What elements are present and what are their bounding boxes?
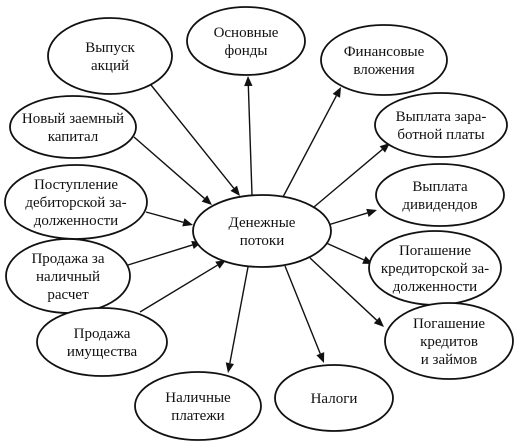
inflow-arrow-prodazha-za-nalichnyy-line	[127, 244, 193, 266]
node-postuplenie-debitorskoy-label-line: дебиторской за-	[25, 195, 126, 211]
inflow-arrow-prodazha-za-nalichnyy	[127, 240, 202, 266]
node-vypusk-akciy: Выпуск акций	[47, 17, 173, 95]
node-novyy-zaemnyy-kapital: Новый заемный капитал	[9, 95, 137, 159]
inflow-arrow-prodazha-imushchestva-head	[215, 260, 226, 269]
arrows-layer	[127, 76, 390, 373]
node-nalogi: Налоги	[274, 364, 394, 432]
node-vyplata-zarabotnoy: Выплата зара-ботной платы	[374, 92, 508, 158]
outflow-arrow-vyplata-zarabotnoy-line	[313, 148, 383, 208]
node-pogashenie-kreditorskoy: Погашение кредиторской за-долженности	[368, 230, 502, 306]
node-prodazha-imushchestva-ellipse	[36, 307, 168, 377]
node-postuplenie-debitorskoy-label-line: долженности	[34, 213, 118, 229]
node-finansovye-vlozheniya: Финансовые вложения	[320, 24, 448, 96]
node-prodazha-imushchestva: Продажа имущества	[36, 307, 168, 377]
inflow-arrow-postuplenie-debitorskoy	[145, 211, 193, 227]
outflow-arrow-pogashenie-kreditov-line	[309, 257, 378, 321]
inflow-arrow-postuplenie-debitorskoy-head	[182, 218, 193, 227]
outflow-arrow-pogashenie-kreditorskoy-line	[323, 241, 365, 261]
node-pogashenie-kreditov-label-line: и займов	[421, 352, 477, 368]
inflow-arrow-vypusk-akciy	[150, 84, 240, 196]
outflow-arrow-nalichnye-platezhi-head	[225, 362, 234, 373]
outflow-arrow-osnovnye-fondy	[244, 76, 253, 196]
node-vyplata-dividendov-ellipse	[375, 163, 505, 227]
outflow-arrow-vyplata-dividendov-head	[366, 208, 377, 217]
node-prodazha-imushchestva-label-line: имущества	[67, 344, 138, 360]
node-nalogi-ellipse	[274, 364, 394, 432]
node-center-label-line: Денежные	[229, 215, 296, 231]
node-nalichnye-platezhi-label-line: платежи	[171, 408, 224, 424]
node-vyplata-dividendov-label-line: дивидендов	[402, 197, 477, 213]
node-pogashenie-kreditorskoy-label-line: Погашение	[399, 243, 471, 259]
node-novyy-zaemnyy-kapital-label-line: Новый заемный	[22, 111, 124, 127]
node-nalichnye-platezhi: Наличные платежи	[134, 371, 262, 441]
node-pogashenie-kreditov-ellipse	[384, 302, 514, 380]
node-osnovnye-fondy-label-line: Основные	[214, 25, 279, 41]
outflow-arrow-osnovnye-fondy-head	[244, 76, 253, 87]
node-finansovye-vlozheniya-ellipse	[320, 24, 448, 96]
node-postuplenie-debitorskoy: Поступление дебиторской за-долженности	[4, 164, 148, 240]
outflow-arrow-vyplata-zarabotnoy	[313, 143, 390, 208]
node-osnovnye-fondy: Основные фонды	[186, 6, 306, 76]
node-prodazha-za-nalichnyy-label-line: расчет	[47, 287, 89, 303]
outflow-arrow-finansovye-vlozheniya-line	[282, 95, 337, 198]
node-pogashenie-kreditorskoy-label-line: кредиторской за-	[381, 261, 489, 277]
outflow-arrow-vyplata-zarabotnoy-head	[379, 143, 390, 153]
node-vypusk-akciy-label-line: Выпуск	[85, 40, 135, 56]
node-pogashenie-kreditov-label-line: Погашение	[413, 316, 485, 332]
outflow-arrow-nalichnye-platezhi	[225, 266, 249, 373]
node-prodazha-imushchestva-label-line: Продажа	[74, 326, 131, 342]
node-osnovnye-fondy-label-line: фонды	[225, 43, 268, 59]
outflow-arrow-osnovnye-fondy-line	[247, 85, 253, 196]
node-novyy-zaemnyy-kapital-label-line: капитал	[48, 129, 99, 145]
node-prodazha-za-nalichnyy-label-line: Продажа за	[31, 251, 104, 267]
node-nalichnye-platezhi-ellipse	[134, 371, 262, 441]
outflow-arrow-nalogi	[284, 265, 325, 363]
outflow-arrow-pogashenie-kreditorskoy	[323, 241, 373, 264]
node-center-ellipse	[192, 194, 332, 268]
node-vyplata-dividendov: Выплата дивидендов	[375, 163, 505, 227]
outflow-arrow-finansovye-vlozheniya	[282, 87, 341, 198]
inflow-arrow-prodazha-imushchestva	[139, 260, 226, 313]
inflow-arrow-vypusk-akciy-line	[150, 84, 235, 189]
node-postuplenie-debitorskoy-label-line: Поступление	[34, 177, 118, 193]
node-vyplata-zarabotnoy-label-line: ботной платы	[397, 127, 484, 143]
outflow-arrow-finansovye-vlozheniya-head	[332, 87, 341, 98]
outflow-arrow-pogashenie-kreditov-head	[373, 317, 384, 327]
node-vyplata-dividendov-label-line: Выплата	[412, 179, 468, 195]
inflow-arrow-novyy-zaemnyy-kapital-line	[133, 136, 205, 199]
node-pogashenie-kreditorskoy-label-line: долженности	[393, 279, 477, 295]
inflow-arrow-prodazha-imushchestva-line	[139, 264, 218, 313]
inflow-arrow-postuplenie-debitorskoy-line	[145, 211, 184, 224]
node-vyplata-zarabotnoy-ellipse	[374, 92, 508, 158]
outflow-arrow-pogashenie-kreditov	[309, 257, 384, 327]
node-prodazha-za-nalichnyy: Продажа за наличный расчет	[5, 238, 131, 314]
node-osnovnye-fondy-ellipse	[186, 6, 306, 76]
inflow-arrow-vypusk-akciy-head	[230, 185, 240, 196]
node-prodazha-za-nalichnyy-label-line: наличный	[36, 269, 100, 285]
node-center-label-line: потоки	[240, 233, 285, 249]
node-nalichnye-platezhi-label-line: Наличные	[165, 390, 231, 406]
outflow-arrow-nalichnye-platezhi-line	[229, 266, 249, 364]
node-center: Денежные потоки	[192, 194, 332, 268]
outflow-arrow-nalogi-head	[316, 352, 325, 363]
node-pogashenie-kreditov: Погашение кредитов и займов	[384, 302, 514, 380]
inflow-arrow-novyy-zaemnyy-kapital-head	[201, 195, 212, 205]
node-finansovye-vlozheniya-label-line: Финансовые	[344, 44, 425, 60]
node-novyy-zaemnyy-kapital-ellipse	[9, 95, 137, 159]
outflow-arrow-nalogi-line	[284, 265, 321, 354]
outflow-arrow-vyplata-dividendov-line	[327, 212, 368, 226]
node-vypusk-akciy-ellipse	[47, 17, 173, 95]
node-nalogi-label-line: Налоги	[311, 391, 358, 407]
node-pogashenie-kreditov-label-line: кредитов	[420, 334, 478, 350]
outflow-arrow-vyplata-dividendov	[327, 208, 377, 226]
node-finansovye-vlozheniya-label-line: вложения	[353, 62, 414, 78]
node-vyplata-zarabotnoy-label-line: Выплата зара-	[396, 109, 487, 125]
node-vypusk-akciy-label-line: акций	[91, 58, 129, 74]
inflow-arrow-novyy-zaemnyy-kapital	[133, 136, 212, 205]
